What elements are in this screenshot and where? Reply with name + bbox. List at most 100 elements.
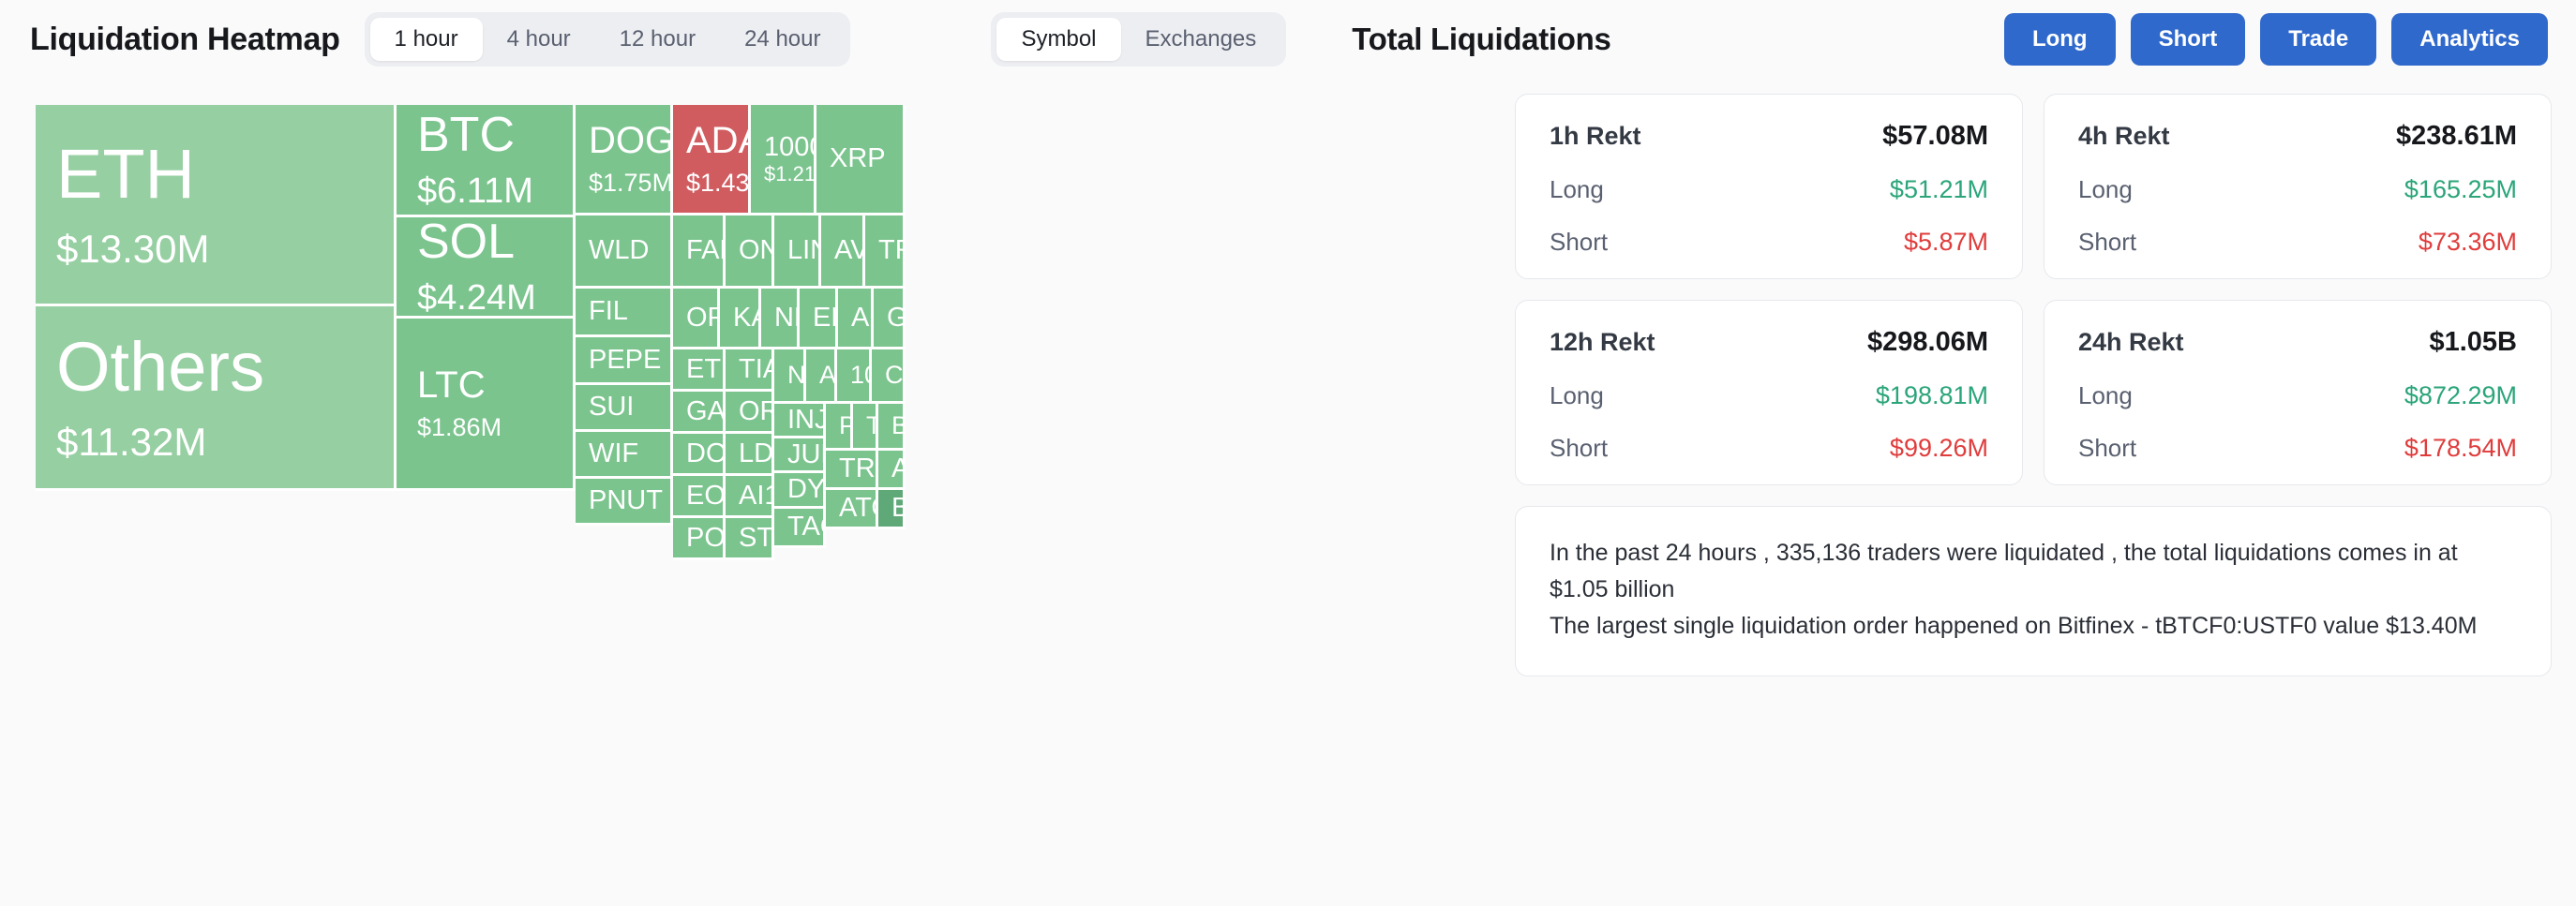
treemap-tile-ltc[interactable]: LTC $1.86M [397, 319, 576, 491]
treemap-tile-ape[interactable]: APE [878, 451, 906, 490]
treemap-tile-pi[interactable]: PI [826, 404, 853, 451]
treemap-tile-doge[interactable]: DOGE $1.75M [576, 105, 673, 215]
treemap-tile-fartcoin[interactable]: FARTCOIN [673, 215, 726, 289]
liquidation-treemap[interactable]: ETH $13.30M Others $11.32M BTC $6.11M SO… [36, 105, 1504, 772]
treemap-tile-wld[interactable]: WLD [576, 215, 673, 289]
treemap-tile-op[interactable]: OP [673, 289, 720, 349]
tile-value: $1.21M [764, 162, 816, 186]
tile-symbol: ARB [851, 302, 871, 333]
treemap-tile-near[interactable]: NEAR [761, 289, 800, 349]
timeframe-1-hour[interactable]: 1 hour [369, 18, 483, 61]
tile-symbol: ETH [56, 135, 195, 214]
treemap-tile-fil[interactable]: FIL [576, 289, 673, 337]
tile-symbol: INJ [787, 404, 826, 435]
tile-symbol: SUI [589, 392, 635, 423]
tile-symbol: AVAX [834, 235, 865, 266]
treemap-tile-1000[interactable]: 1000 [837, 349, 872, 404]
treemap-tile-trump[interactable]: TRUMP [865, 215, 906, 289]
card-header-row: 1h Rekt $57.08M [1550, 121, 1988, 152]
treemap-tile-ada[interactable]: ADA $1.43M [673, 105, 751, 215]
short-label: Short [2078, 228, 2137, 256]
card-long-row: Long $51.21M [1550, 175, 1988, 204]
treemap-tile-trb[interactable]: TRB [826, 451, 878, 490]
tile-symbol: FIL [589, 296, 628, 327]
summary-line-1: In the past 24 hours , 335,136 traders w… [1550, 540, 2458, 602]
treemap-tile-ethfi[interactable]: ETHFI [673, 349, 726, 392]
timeframe-12-hour[interactable]: 12 hour [595, 18, 720, 61]
tile-symbol: XRP [830, 143, 886, 174]
treemap-tile-sol[interactable]: SOL $4.24M [397, 217, 576, 319]
trade-button[interactable]: Trade [2260, 13, 2377, 66]
rekt-total-value: $238.61M [2396, 121, 2517, 151]
card-header-row: 12h Rekt $298.06M [1550, 327, 1988, 358]
short-button[interactable]: Short [2130, 13, 2246, 66]
treemap-tile-jup[interactable]: JUP [774, 438, 826, 473]
tile-symbol: ONDO [739, 235, 771, 266]
view-symbol[interactable]: Symbol [996, 18, 1121, 61]
treemap-tile-eth[interactable]: ETH $13.30M [36, 105, 397, 306]
treemap-tile-popcat[interactable]: POPCAT [673, 518, 726, 560]
analytics-button[interactable]: Analytics [2391, 13, 2548, 66]
treemap-tile-1000pepe[interactable]: 1000PEPE $1.21M [751, 105, 816, 215]
treemap-tile-tia[interactable]: TIA [726, 349, 774, 392]
long-label: Long [2078, 381, 2133, 409]
tile-symbol: Others [56, 328, 265, 407]
treemap-tile-tao[interactable]: TAO [774, 509, 826, 548]
tile-symbol: BNB [891, 493, 903, 523]
tile-symbol: 1000PEPE [764, 131, 814, 162]
treemap-tile-ai16z[interactable]: AI16Z [726, 476, 774, 518]
short-value: $99.26M [1889, 434, 1988, 462]
rekt-period-label: 24h Rekt [2078, 328, 2184, 356]
treemap-tile-apt[interactable]: APT [806, 349, 837, 404]
treemap-tile-gps[interactable]: GPS [874, 289, 906, 349]
treemap-tile-arb[interactable]: ARB [838, 289, 874, 349]
treemap-tile-dot[interactable]: DOT [673, 434, 726, 476]
tile-symbol: PNUT [589, 485, 663, 516]
treemap-tile-ondo[interactable]: ONDO [726, 215, 774, 289]
card-long-row: Long $165.25M [2078, 175, 2517, 204]
treemap-tile-xrp[interactable]: XRP [816, 105, 906, 215]
card-short-row: Short $73.36M [2078, 228, 2517, 257]
treemap-tile-neo[interactable]: NEO [774, 349, 806, 404]
total-liquidations-panel: 1h Rekt $57.08M Long $51.21M Short $5.87… [1515, 94, 2552, 676]
treemap-tile-ldo[interactable]: LDO [726, 434, 774, 476]
view-segmented-control: Symbol Exchanges [991, 12, 1287, 67]
treemap-tile-link[interactable]: LINK [774, 215, 821, 289]
treemap-tile-others[interactable]: Others $11.32M [36, 306, 397, 491]
treemap-tile-pepe[interactable]: PEPE [576, 337, 673, 385]
treemap-tile-avax[interactable]: AVAX [821, 215, 865, 289]
tile-value: $1.86M [417, 412, 502, 441]
timeframe-24-hour[interactable]: 24 hour [720, 18, 845, 61]
view-exchanges[interactable]: Exchanges [1121, 18, 1281, 61]
tile-symbol: DOT [686, 438, 726, 468]
tile-symbol: LDO [739, 438, 774, 468]
treemap-tile-kaito[interactable]: KAITO [720, 289, 761, 349]
card-header-row: 4h Rekt $238.61M [2078, 121, 2517, 152]
treemap-tile-crv[interactable]: CRV [872, 349, 906, 404]
tile-symbol: SOL [417, 217, 516, 269]
tile-symbol: NEAR [774, 302, 797, 333]
tile-symbol: LINK [787, 235, 818, 266]
timeframe-segmented-control: 1 hour 4 hour 12 hour 24 hour [364, 12, 851, 67]
treemap-tile-btc[interactable]: BTC $6.11M [397, 105, 576, 217]
long-button[interactable]: Long [2003, 13, 2116, 66]
treemap-tile-bch[interactable]: BCH [878, 404, 906, 451]
treemap-tile-dydx[interactable]: DYDX [774, 473, 826, 509]
treemap-tile-ordi[interactable]: ORDI [726, 392, 774, 434]
treemap-tile-atom[interactable]: ATOM [826, 490, 878, 529]
tile-symbol: ENA [813, 302, 835, 333]
tile-symbol: LTC [417, 364, 486, 407]
treemap-tile-strk[interactable]: STRK [726, 518, 774, 560]
treemap-tile-gala[interactable]: GALA [673, 392, 726, 434]
treemap-tile-pnut[interactable]: PNUT [576, 479, 673, 526]
treemap-tile-trx[interactable]: TRX [853, 404, 878, 451]
treemap-tile-ena[interactable]: ENA [800, 289, 838, 349]
treemap-tile-bnb[interactable]: BNB [878, 490, 906, 529]
treemap-tile-inj[interactable]: INJ [774, 404, 826, 438]
treemap-tile-sui[interactable]: SUI [576, 385, 673, 432]
tile-value: $1.43M [686, 168, 750, 197]
treemap-tile-wif[interactable]: WIF [576, 432, 673, 479]
treemap-tile-eos[interactable]: EOS [673, 476, 726, 518]
tile-symbol: BTC [417, 107, 515, 162]
timeframe-4-hour[interactable]: 4 hour [483, 18, 595, 61]
